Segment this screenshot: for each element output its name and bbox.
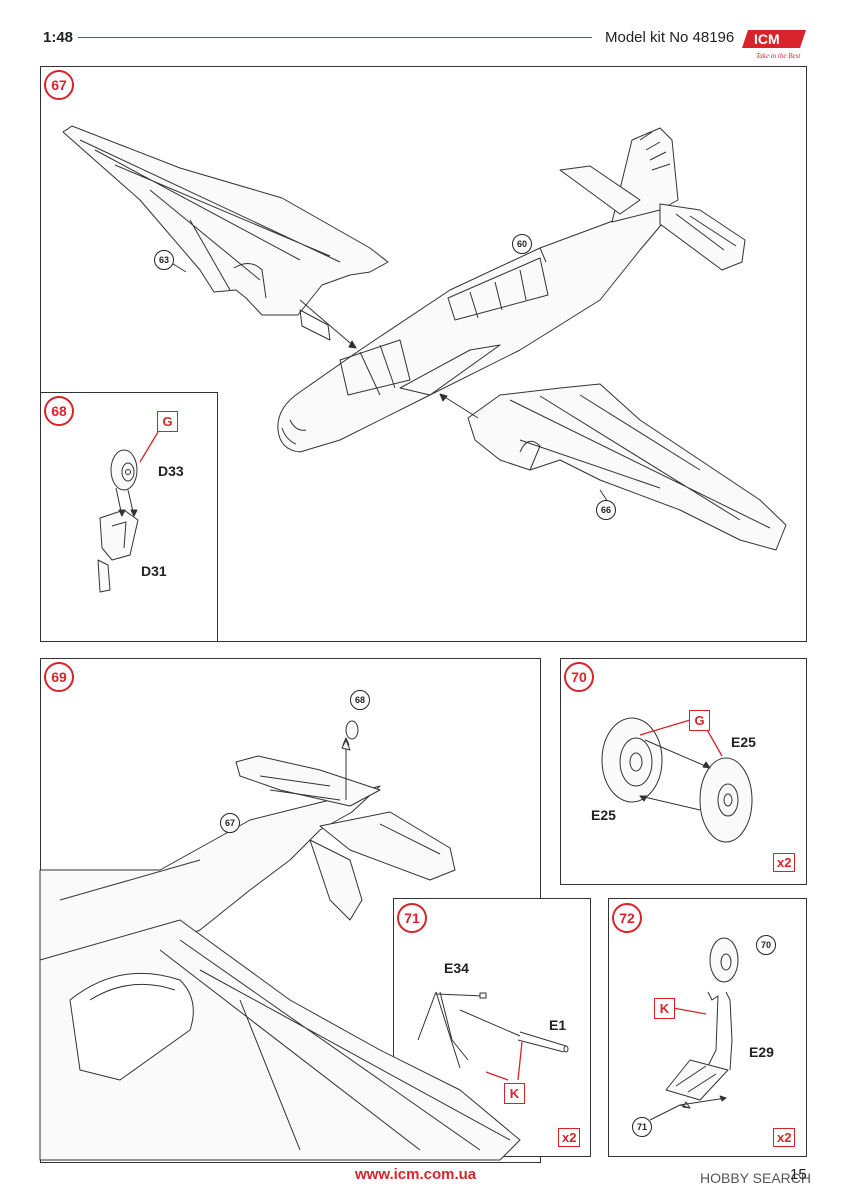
step-72-gear-drawing: [649, 937, 739, 1121]
step-69-badge: 69: [44, 662, 74, 692]
step-70-panel: [560, 658, 807, 885]
step-71-badge: 71: [397, 903, 427, 933]
step-71-struts-drawing: [417, 991, 569, 1081]
ref-66: 66: [596, 500, 616, 520]
left-wing-drawing: [62, 125, 389, 341]
paint-code-k: K: [504, 1083, 525, 1104]
step-67-badge: 67: [44, 70, 74, 100]
svg-text:ICM: ICM: [754, 31, 780, 47]
ref-60: 60: [512, 234, 532, 254]
kit-number-label: Model kit No 48196: [605, 29, 735, 46]
step-68-badge: 68: [44, 396, 74, 426]
ref-71: 71: [632, 1117, 652, 1137]
website-link[interactable]: www.icm.com.ua: [355, 1166, 477, 1183]
header-divider: [78, 37, 592, 38]
hobby-search-watermark: HOBBY SEARCH: [700, 1170, 811, 1186]
quantity-badge: x2: [773, 853, 796, 872]
right-wing-drawing: [467, 383, 787, 551]
fuselage-drawing: [277, 127, 746, 453]
part-d31: D31: [141, 563, 167, 579]
quantity-badge: x2: [558, 1128, 581, 1147]
scale-label: 1:48: [43, 29, 74, 46]
quantity-badge: x2: [773, 1128, 796, 1147]
part-e1: E1: [549, 1017, 567, 1033]
part-d33: D33: [158, 463, 184, 479]
part-e25-left: E25: [591, 807, 616, 823]
ref-63: 63: [154, 250, 174, 270]
step-70-badge: 70: [564, 662, 594, 692]
ref-67: 67: [220, 813, 240, 833]
icm-logo: ICM Take in the Best: [742, 22, 812, 60]
step-68-wheel-drawing: [97, 431, 159, 593]
ref-68: 68: [350, 690, 370, 710]
step-69-aircraft-drawing: [39, 720, 521, 1161]
paint-code-g: G: [157, 411, 178, 432]
paint-code-g: G: [689, 710, 710, 731]
page-number: 15: [790, 1166, 807, 1183]
part-e29: E29: [749, 1044, 774, 1060]
svg-text:Take in the Best: Take in the Best: [756, 52, 801, 60]
part-e34: E34: [444, 960, 469, 976]
part-e25-right: E25: [731, 734, 756, 750]
step-72-badge: 72: [612, 903, 642, 933]
ref-70: 70: [756, 935, 776, 955]
paint-code-k: K: [654, 998, 675, 1019]
step-70-wheels-drawing: [601, 717, 753, 843]
